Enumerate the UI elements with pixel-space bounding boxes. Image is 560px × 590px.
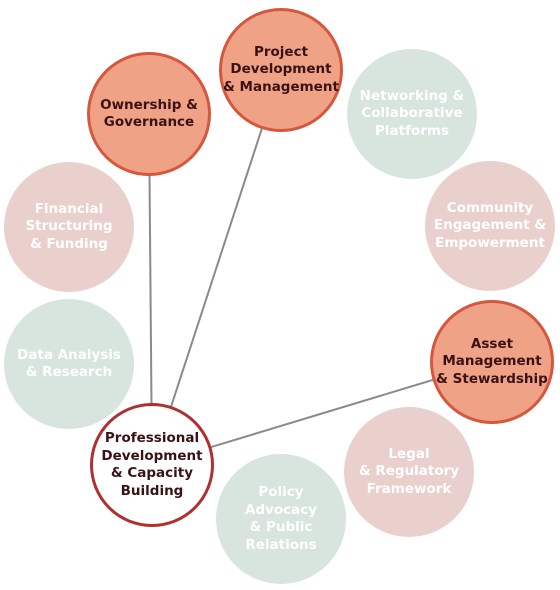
center-node-label: Professional Development & Capacity Buil…	[101, 430, 203, 499]
node-professional-development[interactable]: Professional Development & Capacity Buil…	[90, 403, 214, 527]
node-policy-advocacy[interactable]: Policy Advocacy & Public Relations	[216, 454, 346, 584]
connector-line-asset-management	[209, 378, 435, 449]
node-label: Policy Advocacy & Public Relations	[244, 484, 318, 553]
node-label: Project Development & Management	[223, 43, 339, 95]
node-label: Financial Structuring & Funding	[25, 200, 113, 252]
node-networking-platforms[interactable]: Networking & Collaborative Platforms	[347, 49, 477, 179]
node-label: Ownership & Governance	[100, 96, 198, 131]
connector-line-ownership-governance	[148, 173, 153, 406]
node-label: Networking & Collaborative Platforms	[359, 87, 465, 139]
node-asset-management[interactable]: Asset Management & Stewardship	[430, 300, 554, 424]
node-ownership-governance[interactable]: Ownership & Governance	[87, 52, 211, 176]
connector-line-project-development	[169, 126, 264, 409]
node-financial-structuring[interactable]: Financial Structuring & Funding	[4, 162, 134, 292]
node-data-analysis[interactable]: Data Analysis & Research	[4, 299, 134, 429]
node-project-development[interactable]: Project Development & Management	[219, 8, 343, 132]
node-label: Data Analysis & Research	[17, 346, 121, 381]
node-legal-framework[interactable]: Legal & Regulatory Framework	[344, 407, 474, 537]
node-community-engagement[interactable]: Community Engagement & Empowerment	[425, 161, 555, 291]
node-label: Legal & Regulatory Framework	[358, 445, 460, 497]
node-label: Community Engagement & Empowerment	[433, 199, 547, 251]
node-label: Asset Management & Stewardship	[436, 335, 548, 387]
